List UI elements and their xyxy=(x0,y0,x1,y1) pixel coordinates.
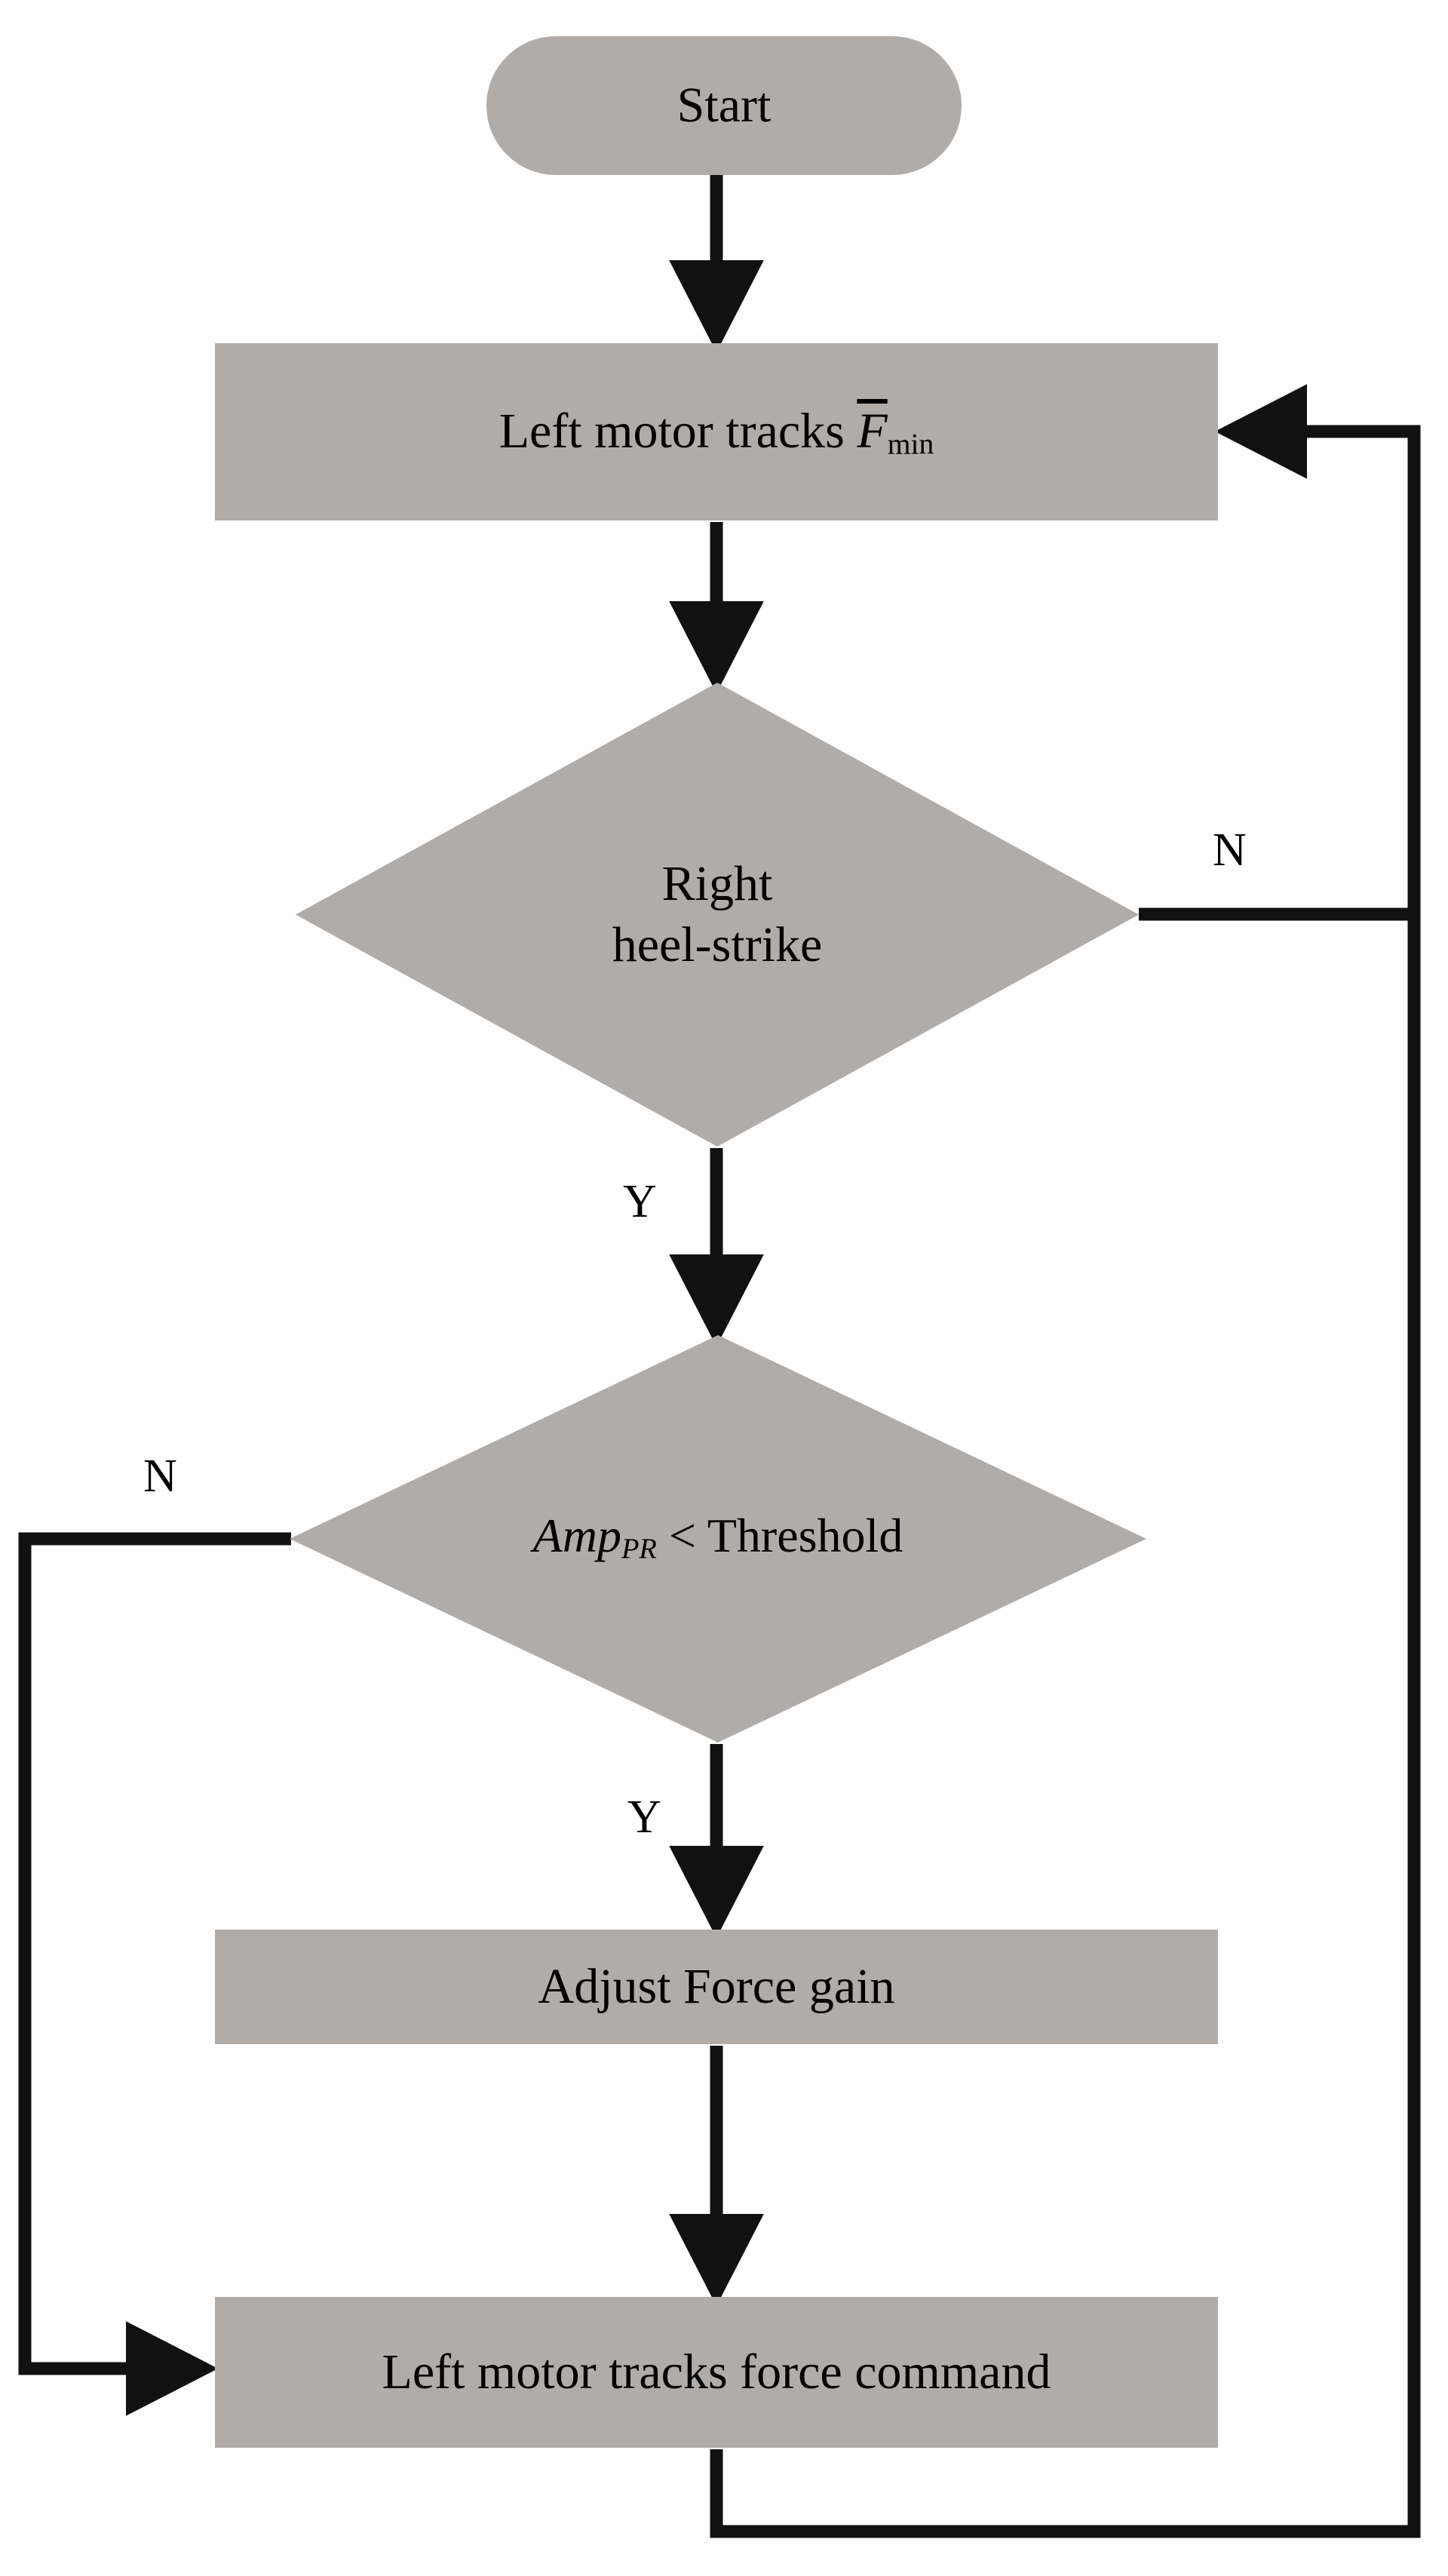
amp-comparison-text: < Threshold xyxy=(656,1508,903,1562)
edge-label-amp-yes: Y xyxy=(627,1792,661,1843)
node-right-heel-strike-line2: heel-strike xyxy=(612,916,823,972)
amp-symbol-subscript: PR xyxy=(621,1533,657,1565)
edge-label-heel-strike-yes: Y xyxy=(623,1176,657,1227)
node-right-heel-strike[interactable]: Right heel-strike xyxy=(296,683,1139,1147)
fmin-symbol-base: F xyxy=(857,404,888,459)
node-adjust-force-gain[interactable]: Adjust Force gain xyxy=(215,1930,1218,2044)
node-right-heel-strike-labels: Right heel-strike xyxy=(612,854,823,975)
node-left-motor-tracks-force-command-label: Left motor tracks force command xyxy=(382,2344,1051,2399)
amp-symbol-base: Amp xyxy=(532,1508,621,1562)
node-start[interactable]: Start xyxy=(486,36,962,175)
node-left-motor-tracks-fmin[interactable]: Left motor tracks Fmin xyxy=(215,343,1218,520)
edge-label-amp-no: N xyxy=(143,1451,177,1502)
node-start-label: Start xyxy=(676,77,772,133)
node-left-motor-tracks-force-command[interactable]: Left motor tracks force command xyxy=(215,2297,1218,2448)
node-amp-less-than-threshold[interactable]: AmpPR < Threshold xyxy=(290,1335,1146,1742)
node-left-motor-tracks-fmin-label: Left motor tracks Fmin xyxy=(499,404,934,461)
node-amp-less-than-threshold-label: AmpPR < Threshold xyxy=(533,1506,903,1565)
edge-label-heel-strike-no: N xyxy=(1213,824,1247,876)
fmin-symbol-subscript: min xyxy=(887,427,934,461)
node-adjust-force-gain-label: Adjust Force gain xyxy=(538,1958,895,2014)
node-right-heel-strike-line1: Right xyxy=(661,855,773,911)
edge-track-force-loop-back xyxy=(710,914,1421,2538)
